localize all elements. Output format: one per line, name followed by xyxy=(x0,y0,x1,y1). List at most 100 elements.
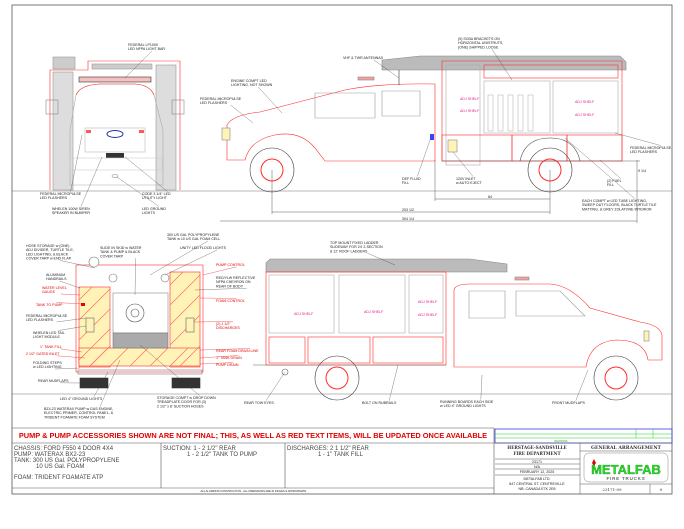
leader-line xyxy=(124,156,168,192)
callout-text: w AUTO EJECT xyxy=(456,181,482,185)
shelf-label: ADJ SHELF xyxy=(575,113,595,117)
leader-line xyxy=(491,49,513,81)
drawing-border xyxy=(11,4,673,495)
callout-text: DISCHARGES xyxy=(216,326,240,330)
callout-text: FEDERAL MICROPULSE xyxy=(630,146,672,150)
leader-line xyxy=(199,297,237,299)
callout-text: TANK & PUMP & BLACK xyxy=(100,250,141,254)
callout-text: 1" TANK DRAIN xyxy=(216,356,242,360)
spec-tank-foam: 10 US Gal. FOAM xyxy=(36,464,84,470)
callout-text: CODE 3 1/4" LED xyxy=(142,192,171,196)
callout-text: FILL xyxy=(607,183,614,187)
drawing-number: 23171-09 xyxy=(602,487,622,492)
leader-line xyxy=(56,317,87,323)
callout-text: LED LIGHTING, & BLACK xyxy=(26,252,69,256)
callout-text: RUNNING BOARDS EACH SIDE xyxy=(440,400,494,404)
dimension-wheelbase: 203 1/2 xyxy=(402,208,414,212)
callout-text: 2 1/2" GATED INLET xyxy=(26,352,60,356)
leader-line xyxy=(70,134,83,192)
leader-line xyxy=(56,355,86,359)
callout-text: w LED LIGHTING xyxy=(33,365,62,369)
company-address: 847 CENTRAL ST. CENTREVILLE xyxy=(509,482,565,486)
shelf-label: ADJ SHELF xyxy=(460,109,480,113)
side-view-right xyxy=(253,258,663,401)
leader-line xyxy=(417,139,431,177)
callout-text: 2 1/2" x 8' SUCTION HOSES xyxy=(157,404,204,408)
callout-text: COVER TARP xyxy=(100,254,124,258)
spec-foam: FOAM: TRIDENT FOAMATE ATP xyxy=(14,475,103,481)
leader-line xyxy=(116,176,160,207)
date: FEBRUARY 12, 2025 xyxy=(520,470,554,474)
callout-text: HORIZONTAL UNISTRUTS, xyxy=(458,41,503,45)
leader-line xyxy=(230,104,254,124)
revisions-label: REVISIONS xyxy=(554,440,567,443)
leader-line xyxy=(614,132,661,146)
callout-text: LIGHTS xyxy=(142,211,156,215)
callout-text: RED/YLW REFLECTIVE xyxy=(216,276,256,280)
spec-discharge-1: DISCHARGES: 2 1 1/2" REAR xyxy=(287,446,369,452)
callout-text: LED FLASHERS xyxy=(40,196,68,200)
revision-number: 0 xyxy=(660,487,663,492)
callout-text: ENGINE COMPT LED xyxy=(231,79,267,83)
callout-text: LED FLASHERS xyxy=(26,318,54,322)
callout-text: PUMP CONTROL xyxy=(216,263,245,267)
callout-antennas: VHF & TWR ANTENNAS xyxy=(343,56,400,79)
front-view xyxy=(45,56,185,191)
callout-text: LIGHTING, NOT SHOWN xyxy=(231,83,273,87)
callout-text: UNITY LED FLOOD LIGHTS xyxy=(180,246,227,250)
shelf-label: ADJ SHELF xyxy=(294,312,314,316)
callout-text: FEDERAL MICROPULSE xyxy=(26,314,68,318)
dimension-overhang: 9 1/4 xyxy=(638,169,646,173)
callout-text: 300 US GAL POLYPROPYLENE xyxy=(167,233,220,237)
callout-text: TANK w 10 US GAL FOAM CELL xyxy=(167,237,220,241)
leader-line xyxy=(58,325,87,331)
light-bar xyxy=(78,76,152,83)
shelf-label: ADJ SHELF xyxy=(364,310,384,314)
callout-text: BOLT ON RUBRAILS xyxy=(362,401,397,405)
callout-text: TANK TO PUMP xyxy=(36,303,63,307)
dimension-84: 84 xyxy=(488,195,492,199)
leader-line xyxy=(194,288,247,291)
spec-tank: TANK: 300 US Gal. POLYPROPYLENE xyxy=(14,458,119,464)
spec-suction-2: 1 - 2 1/2" TANK TO PUMP xyxy=(187,452,257,458)
leader-line xyxy=(99,359,121,407)
callout-text: SLIDEWAY FOR 24' 2-SECTION xyxy=(330,245,383,249)
callout-tow-eyes: REAR TOW EYES xyxy=(244,371,286,405)
drawing-title: GENERAL ARRANGEMENT xyxy=(591,445,662,451)
ford-badge xyxy=(106,130,124,138)
callout-flood-lights: UNITY LED FLOOD LIGHTS xyxy=(164,246,227,276)
callout-text: WHELEN 100W SIREN xyxy=(52,207,90,211)
leader-line xyxy=(164,249,218,276)
callout-pump-desc: BZ4-23 WATERAX PUMP w GAS ENGINE,ELECTRI… xyxy=(44,359,121,419)
callout-text: HANDRAILS xyxy=(46,277,67,281)
callout-text: SPEAKER IN BUMPER xyxy=(52,211,90,215)
callout-text: SWEEP OUT FLOORS, BLACK TURTLE TILE xyxy=(582,203,657,207)
callout-text: FOAM CONTROL xyxy=(216,299,245,303)
leader-line xyxy=(265,371,286,401)
callout-text: VHF & TWR ANTENNAS xyxy=(343,56,384,60)
callout-compt-lighting: EACH COMPT w LED TUBE LIGHTING,SWEEP OUT… xyxy=(564,137,657,211)
scale: N/A xyxy=(534,465,541,469)
leader-line xyxy=(59,280,81,289)
company-name: METALFAB LTD. xyxy=(523,477,550,481)
spec-discharge-2: 1 - 1" TANK FILL xyxy=(318,452,364,458)
callout-front-mudflaps: FRONT MUDFLAPS xyxy=(552,369,589,405)
metalfab-logo: METALFAB FIRE TRUCKS xyxy=(591,459,661,481)
callout-text: (ONE) SHIPPED LOOSE xyxy=(458,45,499,49)
leader-line xyxy=(367,253,396,266)
callout-text: TRIDENT FOAMATE FOAM SYSTEM xyxy=(44,415,105,419)
